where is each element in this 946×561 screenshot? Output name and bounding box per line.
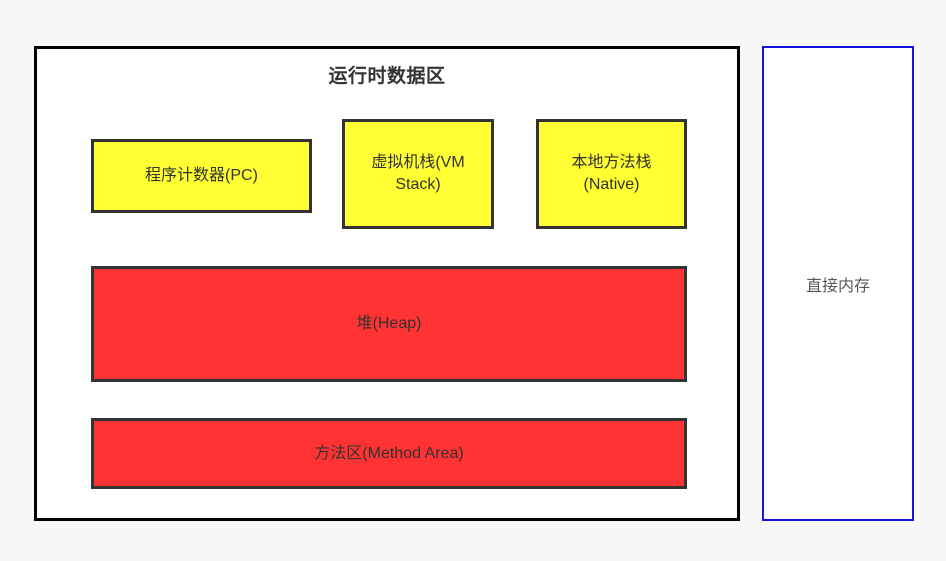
block-heap-label: 堆(Heap) — [356, 315, 422, 333]
block-method-area-label: 方法区(Method Area) — [314, 444, 464, 462]
block-method-area: 方法区(Method Area) — [91, 418, 687, 489]
block-vm-stack: 虚拟机栈(VM Stack) — [342, 119, 494, 229]
block-native-method-stack: 本地方法栈 (Native) — [536, 119, 687, 229]
block-direct-memory-label: 直接内存 — [805, 277, 870, 295]
block-program-counter-label: 程序计数器(PC) — [145, 167, 258, 185]
block-vm-stack-label: 虚拟机栈(VM Stack) — [371, 154, 465, 193]
block-direct-memory: 直接内存 — [762, 46, 914, 521]
runtime-data-area-title: 运行时数据区 — [328, 66, 446, 87]
block-program-counter: 程序计数器(PC) — [91, 139, 312, 213]
block-native-method-stack-label: 本地方法栈 (Native) — [571, 154, 652, 193]
block-heap: 堆(Heap) — [91, 266, 687, 382]
